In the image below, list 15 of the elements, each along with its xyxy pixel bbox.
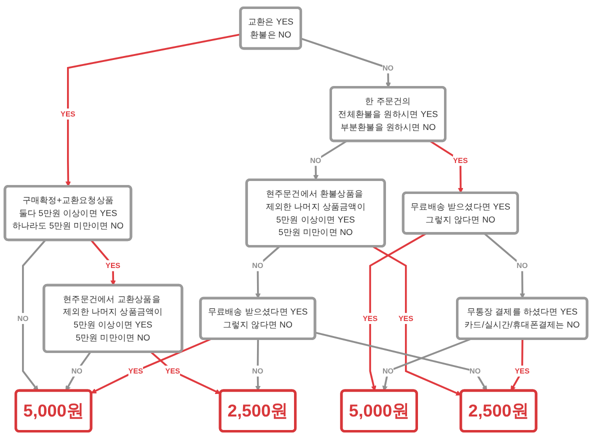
- arrow: [315, 332, 488, 392]
- arrow: [369, 232, 426, 392]
- arrow: [300, 38, 391, 88]
- arrow: [372, 246, 462, 396]
- arrow: [510, 339, 524, 392]
- arrow: [65, 33, 241, 187]
- arrow: [255, 246, 280, 299]
- arrow: [484, 232, 526, 299]
- arrow: [22, 240, 46, 392]
- arrow: [382, 338, 472, 392]
- arrow: [255, 339, 261, 392]
- arrow: [150, 351, 221, 394]
- arrow: [66, 351, 92, 392]
- arrow: [91, 338, 212, 394]
- arrow: [90, 240, 116, 286]
